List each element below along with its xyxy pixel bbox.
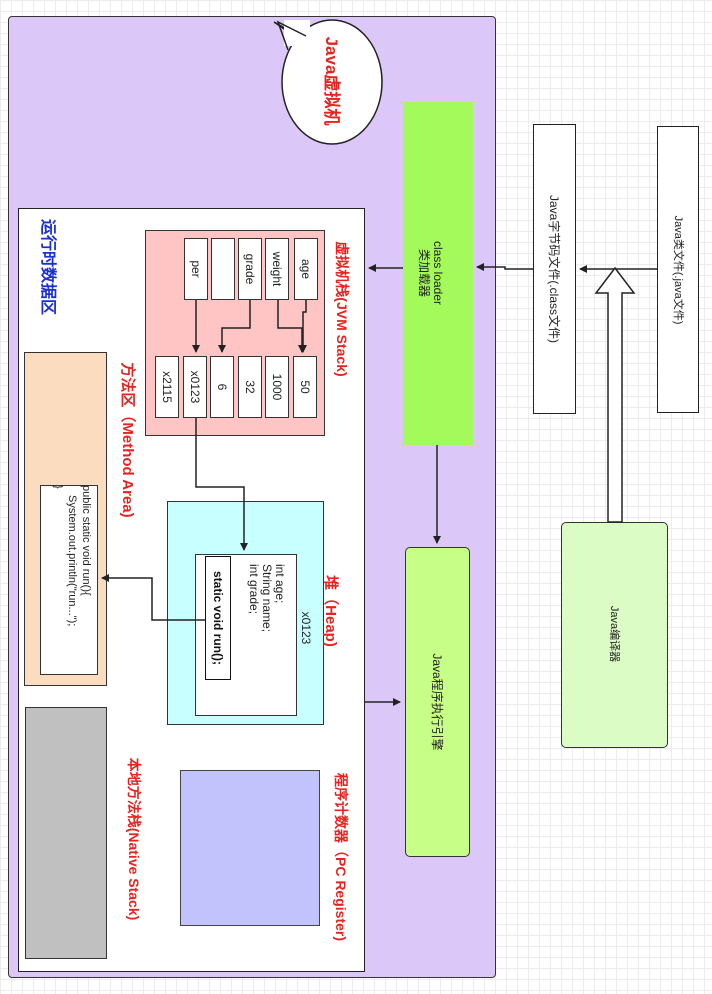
heap-title: 堆（Heap) — [322, 575, 339, 647]
stack-value-50-label: 50 — [298, 380, 312, 394]
stack-value-1000-label: 1000 — [270, 373, 284, 401]
class-loader-label-en: class loader — [431, 240, 445, 306]
stack-value-x0123-label: x0123 — [188, 370, 202, 404]
stack-var-age-label: age — [299, 258, 313, 280]
stack-var-per-label: per — [189, 260, 203, 278]
method-code-box — [40, 485, 98, 675]
stack-var-per — [184, 238, 208, 300]
stack-value-x0123 — [183, 356, 207, 418]
jvm-stack-title: 虚拟机栈(JVM Stack) — [334, 241, 350, 377]
stack-var-empty — [211, 238, 235, 300]
bytecode-file — [533, 124, 576, 414]
heap-field-age: int age; — [273, 564, 287, 604]
heap-method-label: static void run(); — [211, 570, 225, 665]
pc-register-box — [180, 770, 320, 926]
stack-var-weight-label: weight — [270, 251, 284, 287]
heap-field-name: String name; — [260, 564, 274, 633]
stack-value-x2115 — [155, 356, 179, 418]
stack-value-6-label: 6 — [215, 383, 229, 391]
native-stack-box — [25, 707, 107, 959]
stack-value-50 — [293, 356, 317, 418]
pc-register-title: 程序计数器（PC Register) — [333, 772, 349, 942]
java-compiler — [561, 522, 668, 748]
method-code-line3: } — [52, 485, 64, 489]
stack-value-32-label: 32 — [243, 380, 257, 394]
native-stack-title: 本地方法栈(Native Stack) — [126, 757, 142, 921]
runtime-area-title: 运行时数据区 — [39, 218, 56, 315]
stack-var-empty-label — [216, 239, 230, 299]
java-source-file — [657, 126, 699, 413]
stack-value-32 — [238, 356, 262, 418]
arrow-compiler-hollow — [594, 266, 636, 523]
bytecode-file-label: Java字节码文件(.class文件) — [547, 194, 561, 343]
java-source-file-label: Java类文件(.java文件) — [672, 215, 684, 325]
stack-var-grade — [238, 238, 262, 300]
stack-var-age — [294, 238, 318, 300]
jvm-label-bubble — [273, 19, 383, 145]
java-compiler-label: Java编译器 — [608, 605, 620, 663]
heap-method-box — [205, 556, 231, 680]
heap-field-grade: int grade; — [247, 564, 261, 615]
stack-value-6 — [210, 356, 234, 418]
execution-engine-label: Java程序执行引擎 — [430, 653, 444, 751]
method-area-title: 方法区（Method Area) — [119, 362, 136, 518]
stack-value-1000 — [265, 356, 289, 418]
execution-engine — [405, 547, 470, 857]
stack-var-grade-label: grade — [243, 253, 257, 285]
class-loader — [403, 102, 473, 445]
heap-object-address: x0123 — [299, 611, 313, 645]
stack-var-weight — [265, 238, 289, 300]
class-loader-label-zh: 类加载器 — [417, 248, 431, 297]
stack-value-x2115-label: x2115 — [160, 371, 174, 403]
jvm-title: Java虚拟机 — [322, 36, 341, 126]
